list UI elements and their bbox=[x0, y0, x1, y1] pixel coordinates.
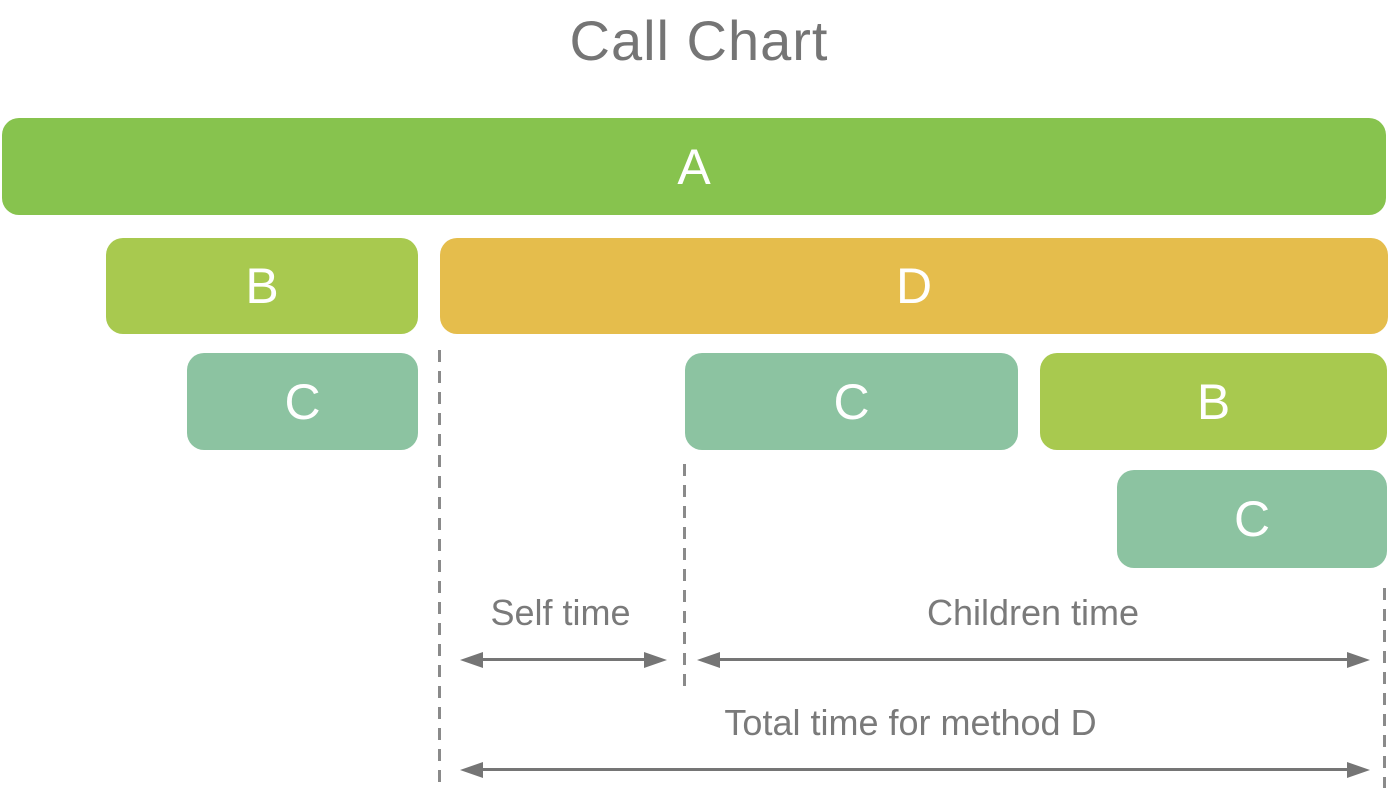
dashed-guide-children-start bbox=[683, 464, 686, 690]
bar-label: B bbox=[245, 258, 279, 314]
call-bar-b-under-a: B bbox=[106, 238, 418, 334]
bar-label: C bbox=[284, 373, 321, 430]
children-time-label: Children time bbox=[926, 592, 1140, 633]
dashed-guide-d-start bbox=[438, 350, 441, 790]
self-time-arrow bbox=[460, 652, 667, 668]
arrowhead-right-icon bbox=[1347, 652, 1370, 668]
arrow-line bbox=[476, 658, 651, 661]
bar-label: C bbox=[833, 373, 870, 430]
call-bar-a: A bbox=[2, 118, 1386, 215]
total-time-label: Total time for method D bbox=[724, 702, 1097, 743]
call-bar-c-under-b: C bbox=[187, 353, 418, 450]
arrowhead-left-icon bbox=[697, 652, 720, 668]
arrow-line bbox=[476, 768, 1354, 771]
bar-label: C bbox=[1233, 491, 1271, 547]
call-bar-c-under-d: C bbox=[685, 353, 1018, 450]
arrow-line bbox=[713, 658, 1354, 661]
bar-label: B bbox=[1196, 373, 1231, 430]
call-bar-d-under-a: D bbox=[440, 238, 1388, 334]
call-bar-c-under-d-b: C bbox=[1117, 470, 1387, 568]
bar-label: A bbox=[677, 138, 711, 195]
page-title: Call Chart bbox=[569, 9, 829, 72]
call-bar-b-under-d: B bbox=[1040, 353, 1387, 450]
children-time-arrow bbox=[697, 652, 1370, 668]
arrowhead-left-icon bbox=[460, 652, 483, 668]
bar-label: D bbox=[895, 258, 933, 314]
dashed-guide-d-end bbox=[1383, 588, 1386, 788]
arrowhead-right-icon bbox=[644, 652, 667, 668]
arrowhead-left-icon bbox=[460, 762, 483, 778]
total-time-arrow bbox=[460, 762, 1370, 778]
self-time-label: Self time bbox=[490, 592, 631, 633]
arrowhead-right-icon bbox=[1347, 762, 1370, 778]
